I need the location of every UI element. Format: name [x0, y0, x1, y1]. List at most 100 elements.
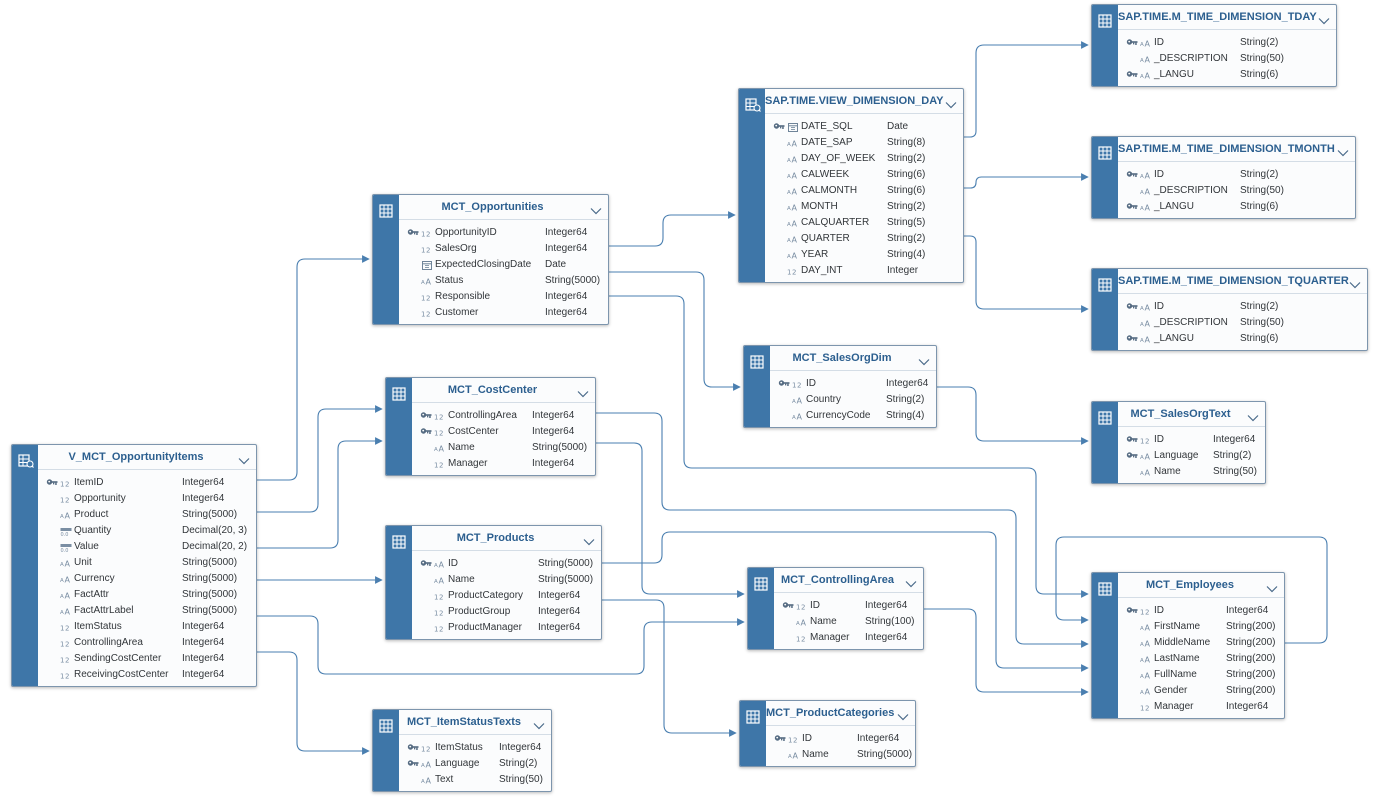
entity-header[interactable]: SAP.TIME.VIEW_DIMENSION_DAY [765, 89, 963, 114]
chevron-down-icon[interactable] [533, 717, 545, 730]
chevron-down-icon[interactable] [583, 533, 595, 546]
entity-header[interactable]: MCT_Products [412, 526, 601, 551]
entity-header[interactable]: SAP.TIME.M_TIME_DIMENSION_TMONTH [1118, 137, 1355, 162]
chevron-down-icon[interactable] [945, 96, 957, 109]
chevron-down-icon[interactable] [1349, 276, 1361, 289]
chevron-down-icon[interactable] [1337, 144, 1349, 157]
chevron-down-icon[interactable] [238, 452, 250, 465]
chevron-down-icon[interactable] [905, 575, 917, 588]
entity-header[interactable]: MCT_ItemStatusTexts [399, 710, 551, 735]
chevron-down-icon[interactable] [918, 353, 930, 366]
chevron-down-icon[interactable] [590, 202, 602, 215]
entity-header[interactable]: MCT_Opportunities [399, 195, 608, 220]
chevron-down-icon[interactable] [577, 385, 589, 398]
entity-header[interactable]: SAP.TIME.M_TIME_DIMENSION_TDAY [1118, 5, 1336, 30]
entity-header[interactable]: SAP.TIME.M_TIME_DIMENSION_TQUARTER [1118, 269, 1367, 294]
chevron-down-icon[interactable] [1318, 12, 1330, 25]
chevron-down-icon[interactable] [1247, 409, 1259, 422]
entity-header[interactable]: V_MCT_OpportunityItems [38, 445, 256, 470]
entity-header[interactable]: MCT_CostCenter [412, 378, 595, 403]
entity-header[interactable]: MCT_ControllingArea [774, 568, 923, 593]
entity-header[interactable]: MCT_Employees [1118, 573, 1284, 598]
entity-header[interactable]: MCT_SalesOrgDim [770, 346, 936, 371]
